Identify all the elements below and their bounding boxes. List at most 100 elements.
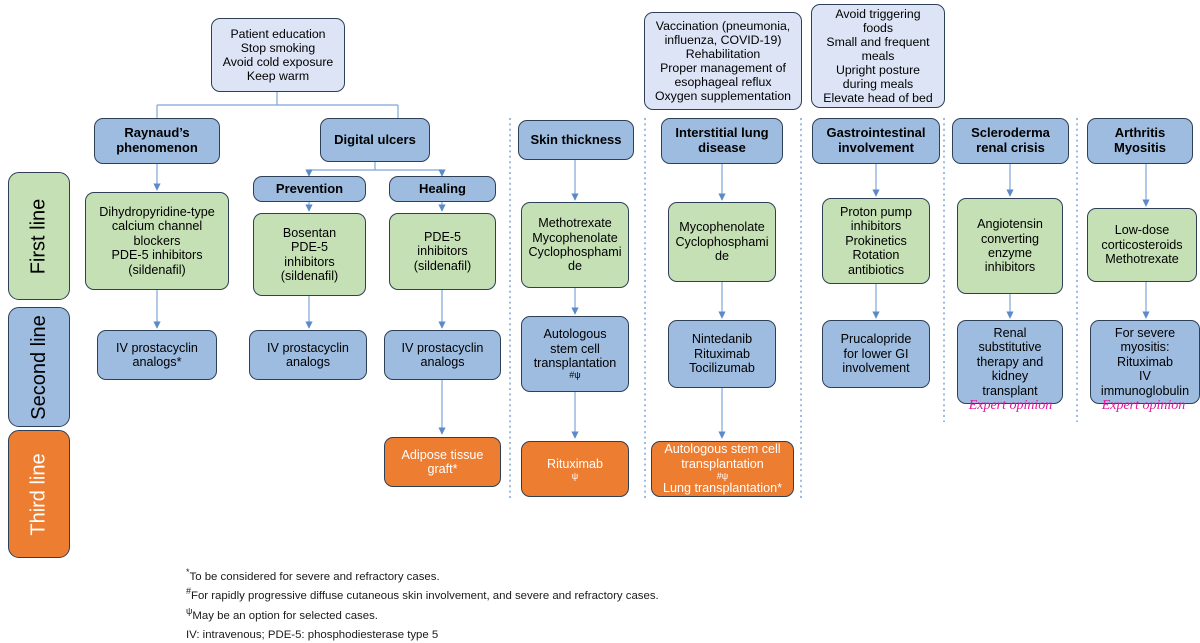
header-digital-ulcers[interactable]: Digital ulcers xyxy=(320,118,430,162)
second-line-gastrointestinal-involvement[interactable]: Prucalopride for lower GI involvement xyxy=(822,320,930,388)
text-line: Upright posture xyxy=(835,63,921,78)
header-interstitial-lung-disease[interactable]: Interstitial lung disease xyxy=(661,118,783,164)
general-measures-raynaud-ulcers: Patient education Stop smoking Avoid col… xyxy=(211,18,345,92)
text-line: Angiotensin xyxy=(977,217,1043,232)
text-line: Patient education xyxy=(230,26,326,41)
text-line: Vaccination (pneumonia, xyxy=(655,18,791,33)
footnote-item: IV: intravenous; PDE-5: phosphodiesteras… xyxy=(186,624,826,643)
text-line: Nintedanib xyxy=(691,332,753,347)
text-line: calcium channel xyxy=(111,219,203,234)
first-line-interstitial-lung-disease[interactable]: Mycophenolate Cyclophosphami de xyxy=(668,202,776,282)
first-line-skin-thickness[interactable]: Methotrexate Mycophenolate Cyclophospham… xyxy=(521,202,629,288)
general-measures-gi: Avoid triggering foods Small and frequen… xyxy=(811,4,945,108)
text-line: during meals xyxy=(842,77,914,92)
text-line: IV prostacyclin xyxy=(267,340,349,355)
text-line: foods xyxy=(862,20,894,35)
text-line: (sildenafil) xyxy=(128,262,186,277)
footnotes: *To be considered for severe and refract… xyxy=(186,566,826,643)
text-line: Renal xyxy=(993,326,1027,341)
text-line: Keep warm xyxy=(246,69,310,84)
third-line-interstitial-lung-disease[interactable]: Autologous stem cell transplantation#ψ L… xyxy=(651,441,794,497)
stage-label-first-line-text: First line xyxy=(27,198,50,274)
text-line: disease xyxy=(698,140,746,155)
stage-label-third-line-text: Third line xyxy=(27,452,50,536)
footnote-item: *To be considered for severe and refract… xyxy=(186,566,826,585)
text-line: Prokinetics xyxy=(845,233,907,248)
text-line: Cyclophosphami xyxy=(528,245,622,259)
text-line: Autologous stem cell xyxy=(664,442,781,457)
footnote-marker: ψ xyxy=(186,605,193,616)
text-line: Small and frequent xyxy=(826,34,930,49)
text-line: IV xyxy=(1139,369,1151,384)
text-line: Adipose tissue xyxy=(401,447,484,462)
first-line-arthritis-myositis[interactable]: Low-dose corticosteroids Methotrexate xyxy=(1087,208,1197,282)
header-digital-ulcers-prevention[interactable]: Prevention xyxy=(253,176,366,202)
footnote-text: For rapidly progressive diffuse cutaneou… xyxy=(191,590,659,603)
header-skin-thickness[interactable]: Skin thickness xyxy=(518,120,634,160)
flowchart-canvas: First line Second line Third line Patien… xyxy=(8,4,1200,641)
text-line: Cyclophosphami xyxy=(675,234,769,249)
text-line: Mycophenolate xyxy=(679,220,765,235)
second-line-scleroderma-renal-crisis[interactable]: Renal substitutive therapy and kidney tr… xyxy=(957,320,1063,404)
text-line: Avoid cold exposure xyxy=(222,55,334,69)
second-line-digital-ulcers-healing[interactable]: IV prostacyclin analogs xyxy=(384,330,501,380)
first-line-digital-ulcers-prevention[interactable]: Bosentan PDE-5 inhibitors (sildenafil) xyxy=(253,213,366,296)
text-line: Arthritis xyxy=(1114,125,1166,141)
third-line-digital-ulcers-healing[interactable]: Adipose tissue graft* xyxy=(384,437,501,487)
text-line: analogs xyxy=(285,355,331,369)
text-line: Methotrexate xyxy=(1105,252,1179,267)
text-line: inhibitors xyxy=(850,219,902,234)
text-line: Interstitial lung xyxy=(675,125,769,141)
text-line: substitutive xyxy=(978,340,1042,355)
text-line: de xyxy=(567,259,582,274)
text-line: Prevention xyxy=(275,180,344,196)
footnote-item: #For rapidly progressive diffuse cutaneo… xyxy=(186,585,826,604)
second-line-skin-thickness[interactable]: Autologous stem cell transplantation #ψ xyxy=(521,316,629,392)
text-line: Methotrexate xyxy=(538,216,612,231)
text-line: PDE-5 xyxy=(290,240,329,255)
annotation-text: Expert opinion xyxy=(1101,398,1186,413)
first-line-raynaud[interactable]: Dihydropyridine-type calcium channel blo… xyxy=(85,192,229,290)
text-line: transplant xyxy=(982,383,1038,398)
general-measures-ild: Vaccination (pneumonia, influenza, COVID… xyxy=(644,12,802,110)
text-line: antibiotics xyxy=(847,262,904,277)
text-line: for lower GI xyxy=(843,346,909,361)
text-line: Oxygen supplementation xyxy=(654,89,792,104)
text-line: involvement xyxy=(842,361,910,376)
text-line: PDE-5 xyxy=(423,229,462,244)
second-line-raynaud[interactable]: IV prostacyclin analogs* xyxy=(97,330,217,380)
text-line: Scleroderma xyxy=(971,125,1050,141)
header-scleroderma-renal-crisis[interactable]: Scleroderma renal crisis xyxy=(952,118,1069,164)
text-line: Avoid triggering xyxy=(835,6,921,21)
first-line-digital-ulcers-healing[interactable]: PDE-5 inhibitors (sildenafil) xyxy=(389,213,496,290)
text-line: kidney xyxy=(991,369,1029,384)
annotation-expert-opinion-renal: Expert opinion xyxy=(952,398,1069,414)
second-line-arthritis-myositis[interactable]: For severe myositis: Rituximab IV immuno… xyxy=(1090,320,1200,404)
header-raynaud-phenomenon[interactable]: Raynaud’s phenomenon xyxy=(94,118,220,164)
first-line-scleroderma-renal-crisis[interactable]: Angiotensin converting enzyme inhibitors xyxy=(957,198,1063,294)
header-arthritis-myositis[interactable]: Arthritis Myositis xyxy=(1087,118,1193,164)
text-line: enzyme xyxy=(987,246,1033,260)
text-line: transplantation xyxy=(533,356,617,371)
text-line: converting xyxy=(980,231,1040,246)
header-gastrointestinal-involvement[interactable]: Gastrointestinal involvement xyxy=(812,118,940,164)
text-line: Prucalopride xyxy=(840,332,912,347)
text-line: transplantation#ψ xyxy=(656,457,789,482)
text-line: inhibitors xyxy=(984,260,1036,275)
footnote-marker: #ψ xyxy=(569,370,581,381)
text-line: inhibitors xyxy=(417,244,468,259)
text-line: IV prostacyclin xyxy=(401,340,484,355)
text-line: phenomenon xyxy=(116,140,198,155)
text-line: (sildenafil) xyxy=(280,268,339,283)
stage-label-third-line: Third line xyxy=(8,430,70,558)
text-line: Bosentan xyxy=(282,225,337,240)
text-line: therapy and xyxy=(976,354,1044,369)
header-digital-ulcers-healing[interactable]: Healing xyxy=(389,176,496,202)
stage-label-first-line: First line xyxy=(8,172,70,300)
stage-label-second-line: Second line xyxy=(8,307,70,427)
second-line-digital-ulcers-prevention[interactable]: IV prostacyclin analogs xyxy=(249,330,367,380)
second-line-interstitial-lung-disease[interactable]: Nintedanib Rituximab Tocilizumab xyxy=(668,320,776,388)
first-line-gastrointestinal-involvement[interactable]: Proton pump inhibitors Prokinetics Rotat… xyxy=(822,198,930,284)
text-line: myositis: xyxy=(1120,340,1170,355)
